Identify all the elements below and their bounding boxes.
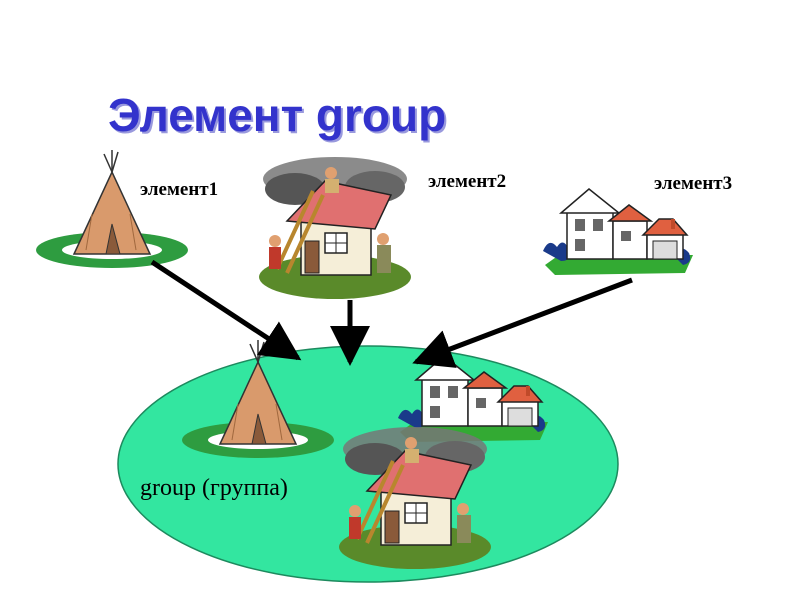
cottage-with-workers-icon [257, 155, 413, 301]
page-title: Элемент group [108, 89, 447, 141]
arrow-element1-to-group [150, 259, 302, 361]
element3-label: элемент3 [654, 173, 733, 194]
suburban-house-icon [542, 188, 694, 276]
arrow-element3-to-group [412, 277, 633, 368]
group-label: group (группа) [140, 475, 288, 501]
element2-label: элемент2 [428, 171, 507, 192]
teepee-icon [35, 149, 189, 269]
element1-label: элемент1 [140, 179, 219, 200]
